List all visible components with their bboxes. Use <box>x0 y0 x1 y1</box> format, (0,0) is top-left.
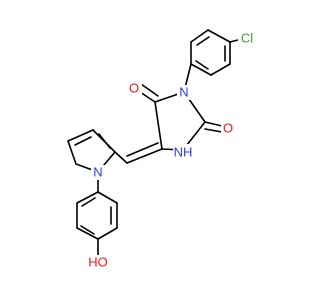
carbonyl-oxygen-right-label: O <box>223 121 233 136</box>
imide-nitrogen-label: N <box>179 85 188 100</box>
structure-diagram: Cl N O O NH N HO <box>67 29 255 270</box>
atom-labels: Cl N O O NH N HO <box>87 30 255 270</box>
amine-nh-label: NH <box>174 145 193 160</box>
molecule-canvas: Cl N O O NH N HO <box>67 29 255 270</box>
hydroxyl-oxygen-label: HO <box>88 255 108 270</box>
chlorophenyl-ring <box>190 29 231 76</box>
hydantoin-ring <box>154 91 206 151</box>
pyrrole-nitrogen-label: N <box>93 165 102 180</box>
chlorine-atom-label: Cl <box>241 31 253 46</box>
hydroxyphenyl-ring <box>76 191 118 240</box>
carbonyl-oxygen-upper-label: O <box>129 81 139 96</box>
methylidene-linker <box>114 142 163 164</box>
pyrrole-ring <box>67 129 116 173</box>
